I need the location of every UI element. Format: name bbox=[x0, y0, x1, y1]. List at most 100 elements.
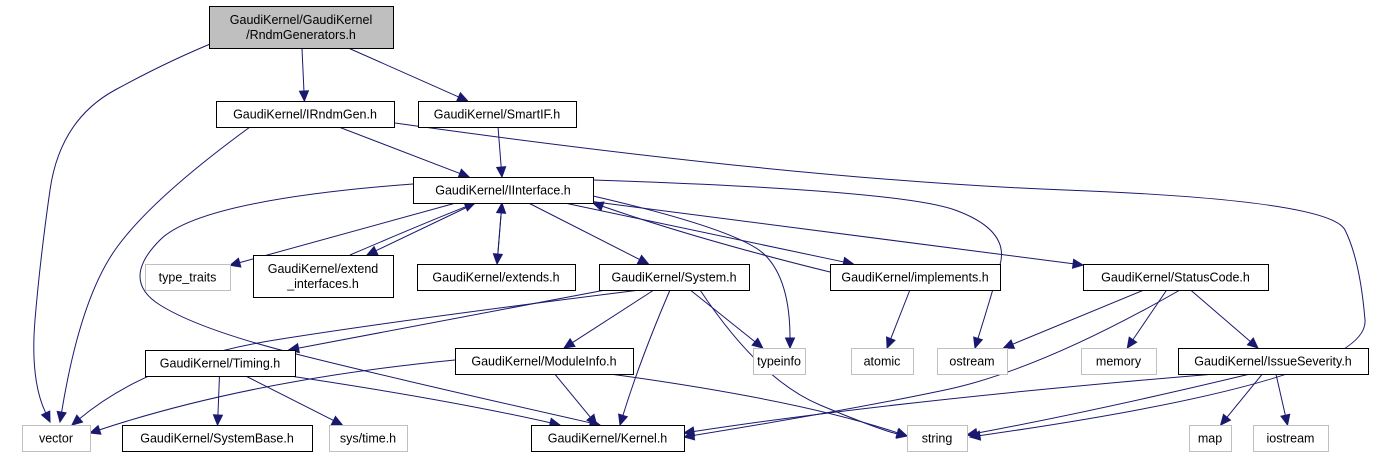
node-issueseverity[interactable]: GaudiKernel/IssueSeverity.h bbox=[1178, 348, 1369, 375]
arrowhead-icon bbox=[591, 201, 605, 212]
node-timing[interactable]: GaudiKernel/Timing.h bbox=[145, 350, 296, 377]
node-statuscode[interactable]: GaudiKernel/StatusCode.h bbox=[1083, 264, 1269, 291]
node-iinterface[interactable]: GaudiKernel/IInterface.h bbox=[413, 177, 594, 204]
node-box bbox=[417, 264, 576, 291]
node-box bbox=[209, 6, 394, 49]
node-smartif[interactable]: GaudiKernel/SmartIF.h bbox=[418, 101, 577, 128]
edge-line bbox=[693, 373, 1216, 432]
arrowhead-icon bbox=[365, 245, 379, 256]
arrowhead-icon bbox=[1071, 258, 1085, 269]
node-box bbox=[531, 425, 685, 452]
edge-irndmgen-to-iinterface bbox=[338, 126, 471, 179]
edge-timing-to-kernel bbox=[289, 375, 562, 428]
edges-layer bbox=[33, 39, 1366, 441]
edge-moduleinfo-to-string bbox=[609, 373, 909, 438]
edge-line bbox=[139, 183, 591, 424]
node-box bbox=[1253, 425, 1329, 452]
edge-line bbox=[592, 201, 1074, 265]
node-box bbox=[253, 255, 394, 298]
edge-system-to-timing bbox=[287, 289, 606, 354]
edge-iinterface-to-statuscode bbox=[592, 201, 1085, 269]
node-box bbox=[455, 348, 634, 375]
edge-smartif-to-iinterface bbox=[495, 126, 507, 179]
edge-line bbox=[622, 289, 671, 416]
node-box bbox=[753, 348, 806, 375]
arrowhead-icon bbox=[636, 254, 650, 265]
edge-line bbox=[1275, 373, 1286, 416]
edge-line bbox=[693, 289, 1181, 436]
node-label: GaudiKernel/SmartIF.h bbox=[434, 108, 560, 122]
node-box bbox=[830, 264, 1001, 291]
arrowhead-icon bbox=[751, 337, 764, 349]
edge-line bbox=[602, 205, 831, 273]
edge-system-to-typeinfo bbox=[689, 289, 764, 349]
edge-statuscode-to-issueseverity bbox=[1190, 289, 1259, 349]
edge-timing-to-systime bbox=[245, 375, 344, 426]
node-box bbox=[907, 425, 968, 452]
edge-line bbox=[349, 206, 466, 256]
node-irndmgen[interactable]: GaudiKernel/IRndmGen.h bbox=[216, 101, 395, 128]
node-system[interactable]: GaudiKernel/System.h bbox=[599, 264, 750, 291]
node-label: GaudiKernel/GaudiKernel bbox=[230, 13, 372, 27]
node-atomic: atomic bbox=[851, 348, 914, 375]
arrowhead-icon bbox=[618, 413, 629, 427]
edge-moduleinfo-to-kernel bbox=[554, 373, 598, 426]
edge-line bbox=[564, 202, 844, 263]
edge-iinterface-to-typeinfo bbox=[592, 195, 796, 350]
node-extends[interactable]: GaudiKernel/extends.h bbox=[417, 264, 576, 291]
node-label: GaudiKernel/IInterface.h bbox=[435, 184, 571, 198]
edge-line bbox=[689, 289, 756, 343]
node-kernel[interactable]: GaudiKernel/Kernel.h bbox=[531, 425, 685, 452]
arrowhead-icon bbox=[88, 424, 102, 435]
edge-statuscode-to-memory bbox=[1126, 289, 1168, 350]
edge-issueseverity-to-kernel bbox=[682, 373, 1216, 437]
edge-line bbox=[301, 47, 305, 92]
node-box bbox=[22, 425, 91, 452]
edge-line bbox=[976, 373, 1251, 434]
arrowhead-icon bbox=[495, 166, 507, 179]
arrowhead-icon bbox=[895, 427, 909, 438]
node-implements[interactable]: GaudiKernel/implements.h bbox=[830, 264, 1001, 291]
arrowhead-icon bbox=[784, 337, 796, 350]
edge-line bbox=[497, 126, 502, 168]
edge-issueseverity-to-iostream bbox=[1275, 373, 1291, 427]
arrowhead-icon bbox=[40, 410, 51, 424]
node-string: string bbox=[907, 425, 968, 452]
arrowhead-icon bbox=[457, 168, 471, 179]
node-extend-interfaces[interactable]: GaudiKernel/extend_interfaces.h bbox=[253, 255, 394, 298]
edge-line bbox=[338, 126, 460, 174]
arrowhead-icon bbox=[228, 257, 242, 268]
edge-system-to-kernel bbox=[618, 289, 671, 427]
node-label: GaudiKernel/IRndmGen.h bbox=[233, 108, 377, 122]
edge-statuscode-to-ostream bbox=[1002, 289, 1145, 349]
node-moduleinfo[interactable]: GaudiKernel/ModuleInfo.h bbox=[455, 348, 634, 375]
edge-line bbox=[1190, 289, 1251, 342]
edge-timing-to-systembase bbox=[212, 375, 224, 427]
edge-implements-to-atomic bbox=[886, 289, 911, 350]
node-box bbox=[599, 264, 750, 291]
edge-line bbox=[609, 373, 898, 434]
node-label: memory bbox=[1096, 355, 1142, 369]
edge-line bbox=[554, 373, 591, 418]
node-label: map bbox=[1198, 432, 1222, 446]
edge-iinterface-to-type_traits bbox=[228, 202, 456, 268]
node-box bbox=[1189, 425, 1232, 452]
edge-line bbox=[99, 359, 456, 431]
edge-iinterface-to-system bbox=[528, 202, 650, 265]
edge-line bbox=[298, 289, 606, 349]
node-label: type_traits bbox=[159, 271, 217, 285]
node-systembase[interactable]: GaudiKernel/SystemBase.h bbox=[122, 425, 313, 452]
arrowhead-icon bbox=[212, 414, 224, 427]
edge-line bbox=[1226, 373, 1263, 418]
node-label: iostream bbox=[1267, 432, 1315, 446]
arrowhead-icon bbox=[973, 336, 984, 350]
edge-rndm-to-vector bbox=[33, 39, 221, 424]
edge-issueseverity-to-string bbox=[965, 373, 1251, 439]
edge-line bbox=[1132, 289, 1168, 341]
node-label: GaudiKernel/Timing.h bbox=[160, 357, 280, 371]
node-box bbox=[1083, 264, 1269, 291]
edge-line bbox=[699, 289, 898, 435]
node-type-traits: type_traits bbox=[145, 264, 231, 291]
node-box bbox=[413, 177, 594, 204]
arrowhead-icon bbox=[1219, 413, 1232, 426]
